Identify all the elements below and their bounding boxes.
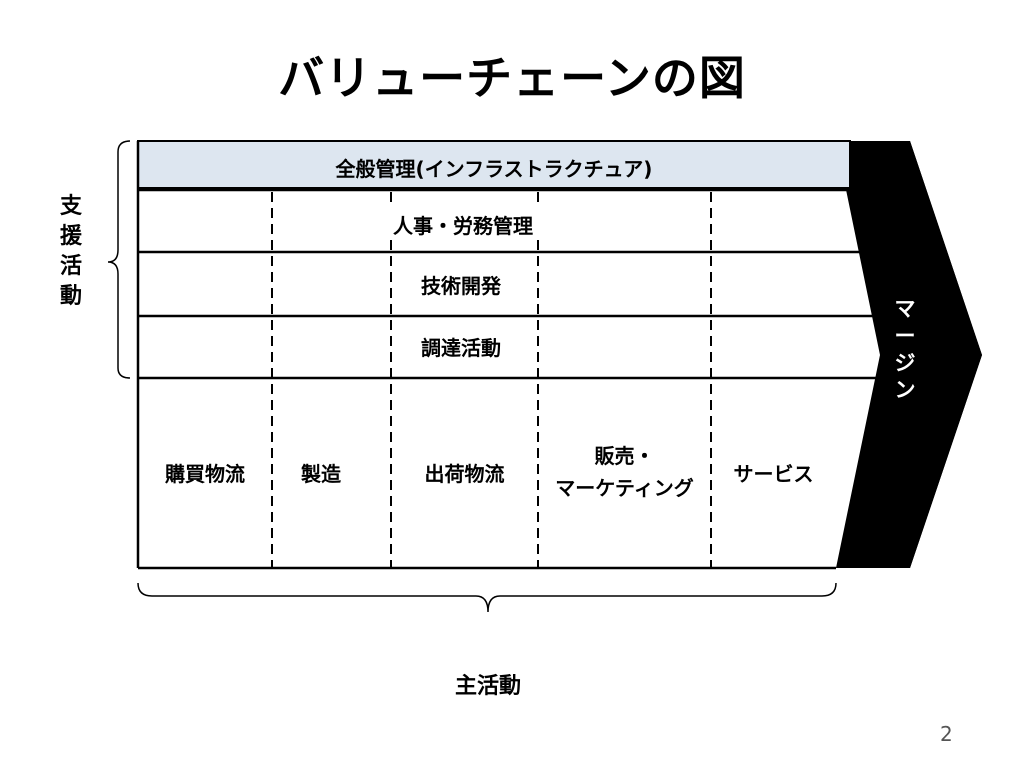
procurement-label: 調達活動 xyxy=(421,336,501,360)
infrastructure-row xyxy=(137,140,851,189)
support-brace xyxy=(107,140,131,379)
marketing-sales-label-line1: 販売・ xyxy=(594,444,655,468)
support-activities-label: 支 援 活 動 xyxy=(59,194,82,309)
column-dividers xyxy=(271,192,712,568)
tech-label: 技術開発 xyxy=(421,274,501,298)
page-title: バリューチェーンの図 xyxy=(278,51,746,105)
primary-brace xyxy=(137,582,837,613)
inbound-logistics-label: 購買物流 xyxy=(165,462,245,486)
service-label: サービス xyxy=(733,462,814,486)
margin-arrow-body xyxy=(836,141,982,568)
primary-activities-label: 主活動 xyxy=(454,674,521,699)
page-number: 2 xyxy=(940,722,953,746)
margin-label: マ ー ジ ン xyxy=(894,297,916,402)
outbound-logistics-label: 出荷物流 xyxy=(424,462,505,486)
infrastructure-label: 全般管理(インフラストラクチュア) xyxy=(335,157,653,181)
hr-label: 人事・労務管理 xyxy=(393,214,533,238)
operations-label: 製造 xyxy=(301,462,341,486)
marketing-sales-label-line2: マーケティング xyxy=(555,476,694,500)
